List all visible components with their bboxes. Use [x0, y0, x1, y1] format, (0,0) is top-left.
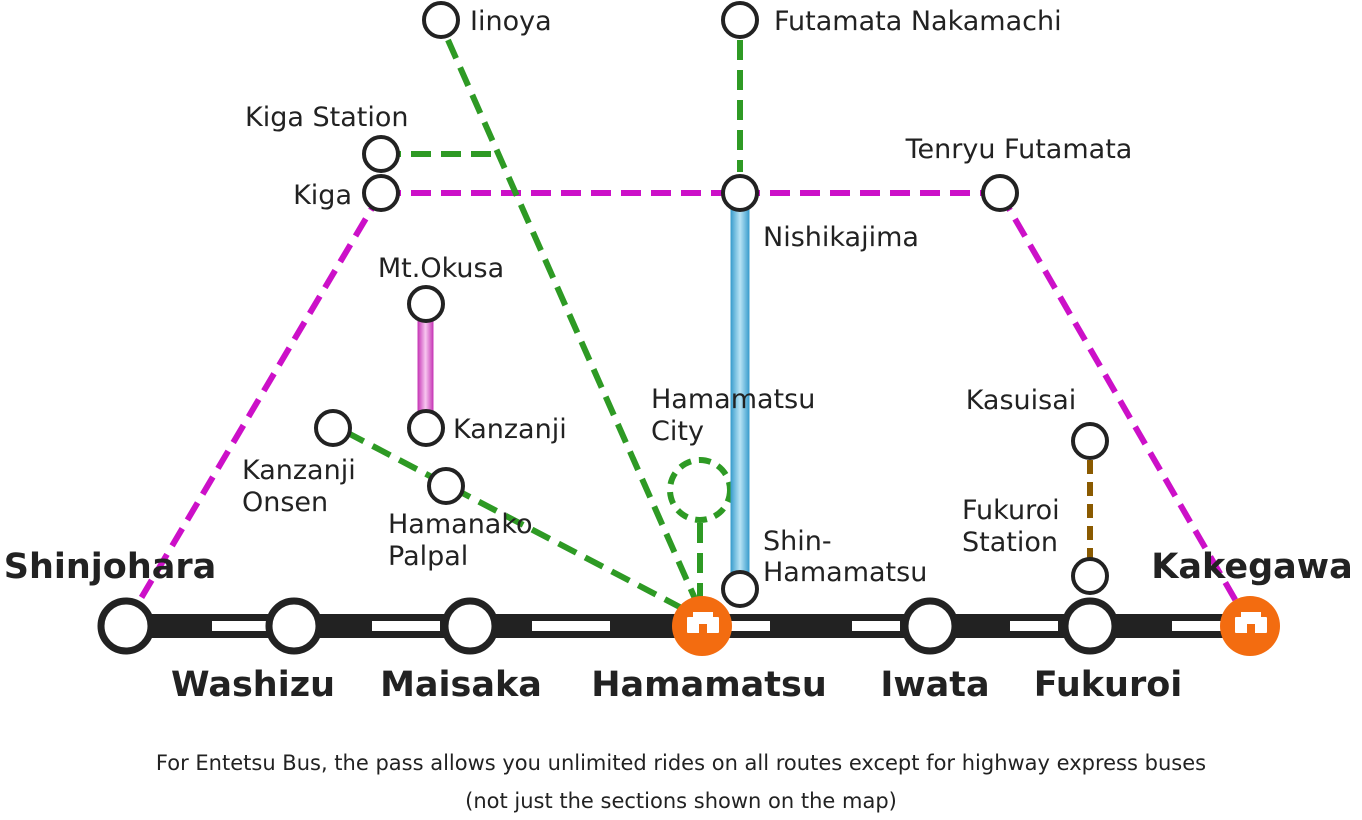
label-kanzanji: Kanzanji: [453, 414, 567, 445]
label-tenryu-futamata: Tenryu Futamata: [905, 134, 1133, 165]
label-iinoya: Iinoya: [470, 6, 552, 37]
label-fukuroi-station-2: Station: [962, 527, 1058, 558]
label-kakegawa: Kakegawa: [1151, 547, 1352, 587]
label-fukuroi: Fukuroi: [1034, 665, 1183, 705]
label-hamamatsu-city-1: Hamamatsu: [651, 384, 815, 415]
label-washizu: Washizu: [171, 665, 335, 705]
stop-mt-okusa[interactable]: [407, 285, 445, 323]
label-futamata-nakamachi: Futamata Nakamachi: [774, 6, 1062, 37]
label-kanzanji-onsen-1: Kanzanji: [242, 455, 356, 486]
label-iwata: Iwata: [880, 665, 989, 705]
label-shinjohara: Shinjohara: [4, 547, 217, 587]
label-shin-hamamatsu-2: Hamamatsu: [763, 557, 927, 588]
label-maisaka: Maisaka: [380, 665, 542, 705]
station-washizu[interactable]: [265, 597, 323, 655]
station-iwata[interactable]: [901, 597, 959, 655]
label-nishikajima: Nishikajima: [763, 222, 919, 253]
footer-note: For Entetsu Bus, the pass allows you unl…: [0, 744, 1362, 820]
label-hamanako-palpal-1: Hamanako: [388, 509, 533, 540]
stop-shin-hamamatsu[interactable]: [721, 570, 759, 608]
label-hamanako-palpal-2: Palpal: [388, 541, 468, 572]
stop-hamanako-palpal[interactable]: [427, 467, 465, 505]
castle-icon: [687, 612, 719, 633]
station-kakegawa[interactable]: [1220, 596, 1280, 656]
castle-icon: [1235, 612, 1267, 633]
magenta-bus-route: [137, 190, 1243, 610]
station-maisaka[interactable]: [441, 597, 499, 655]
station-shinjohara[interactable]: [97, 597, 155, 655]
label-mt-okusa: Mt.Okusa: [378, 253, 504, 284]
stop-kasuisai[interactable]: [1071, 422, 1109, 460]
label-fukuroi-station-1: Fukuroi: [962, 495, 1060, 526]
stop-futamata-nakamachi[interactable]: [721, 1, 759, 39]
stop-iinoya[interactable]: [422, 1, 460, 39]
green-bus-routes: [344, 38, 743, 617]
label-shin-hamamatsu-1: Shin-: [763, 526, 832, 557]
stop-kiga-station[interactable]: [362, 135, 400, 173]
stop-nishikajima[interactable]: [721, 174, 759, 212]
stop-tenryu-futamata[interactable]: [981, 174, 1019, 212]
stop-fukuroi-station[interactable]: [1071, 557, 1109, 595]
ropeway-line: [417, 317, 434, 417]
label-hamamatsu-city-2: City: [651, 416, 704, 447]
label-kiga: Kiga: [293, 180, 352, 211]
station-hamamatsu[interactable]: [672, 596, 732, 656]
label-hamamatsu: Hamamatsu: [591, 665, 827, 705]
station-fukuroi[interactable]: [1061, 597, 1119, 655]
stop-kanzanji[interactable]: [407, 409, 445, 447]
stop-kiga[interactable]: [362, 174, 400, 212]
footer-note-line-2: (not just the sections shown on the map): [465, 789, 897, 813]
footer-note-line-1: For Entetsu Bus, the pass allows you unl…: [155, 751, 1207, 775]
stop-kanzanji-onsen[interactable]: [314, 409, 352, 447]
label-kasuisai: Kasuisai: [966, 385, 1077, 416]
label-kanzanji-onsen-2: Onsen: [242, 487, 328, 518]
label-kiga-station: Kiga Station: [245, 102, 408, 133]
